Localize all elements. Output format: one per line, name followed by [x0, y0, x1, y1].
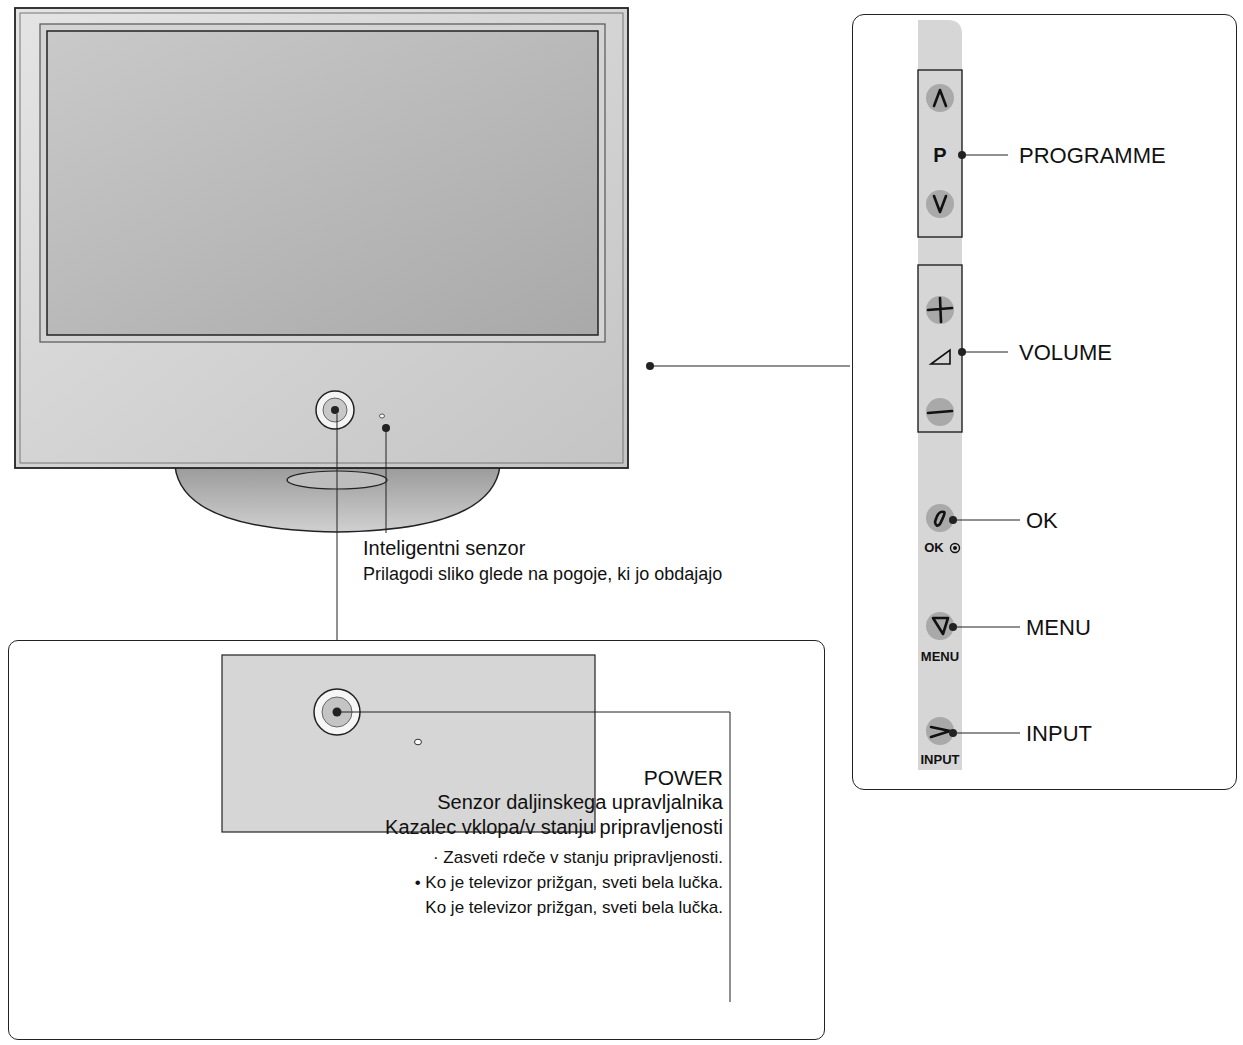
- leader-line: [337, 414, 338, 640]
- button: [926, 296, 954, 324]
- callout-label: Ko je televizor prižgan, sveti bela lučk…: [425, 898, 723, 918]
- leader-line: [962, 155, 1008, 156]
- power-button: [316, 391, 354, 429]
- leader-line: [962, 352, 1008, 353]
- minus-symbol: [928, 411, 952, 413]
- leader-line: [953, 627, 1020, 628]
- callout-label: Senzor daljinskega upravljalnika: [437, 791, 723, 814]
- menu-symbol: [933, 618, 948, 634]
- button-label: MENU: [921, 650, 959, 665]
- leader-line: [953, 733, 1020, 734]
- volume-group: [918, 265, 962, 432]
- volume-symbol: [931, 350, 950, 364]
- callout-label: Kazalec vklopa/v stanju pripravljenosti: [385, 816, 723, 839]
- tv-frame: [15, 8, 628, 468]
- leader-line: [386, 428, 387, 533]
- button: [926, 190, 954, 218]
- sensor-label: Inteligentni senzor: [363, 537, 525, 560]
- callout-label: INPUT: [1026, 721, 1092, 746]
- leader-line: [953, 520, 1020, 521]
- button-label: OK: [924, 541, 944, 556]
- callout-label: VOLUME: [1019, 340, 1112, 365]
- button-label: P: [933, 144, 946, 167]
- callout-label: • Ko je televizor prižgan, sveti bela lu…: [415, 873, 723, 893]
- ok-symbol: [935, 512, 945, 526]
- down-symbol: [934, 196, 946, 212]
- callout-label: POWER: [644, 766, 723, 790]
- callout-label: PROGRAMME: [1019, 143, 1166, 168]
- input-symbol: [931, 727, 950, 737]
- tv-screen: [47, 31, 598, 335]
- button: [926, 398, 954, 426]
- callout-label: · Zasveti rdeče v stanju pripravljenosti…: [433, 848, 723, 868]
- callout-label: MENU: [1026, 615, 1091, 640]
- plus-symbol: [928, 298, 952, 322]
- power-detail-box: POWERSenzor daljinskega upravljalnikaKaz…: [8, 640, 825, 1040]
- up-symbol: [934, 90, 946, 106]
- leader-dot: [331, 406, 339, 414]
- leader-line: [650, 366, 850, 367]
- tv-bevel: [20, 13, 623, 463]
- ok-circle-symbol: [951, 544, 960, 553]
- intelligent-sensor: [380, 414, 385, 418]
- ok-circle-symbol: [953, 546, 957, 550]
- leader-line: [337, 712, 730, 1002]
- side-panel-strip: [918, 20, 962, 770]
- button-label: INPUT: [921, 753, 960, 768]
- callout-label: OK: [1026, 508, 1058, 533]
- power-button-inner: [323, 398, 347, 422]
- sensor-label: Prilagodi sliko glede na pogoje, ki jo o…: [363, 564, 722, 585]
- programme-group: [918, 70, 962, 237]
- control-panel-box: PROGRAMME VOLUME OK MENU INPUT: [852, 14, 1237, 790]
- button: [926, 84, 954, 112]
- intelligent-sensor: [415, 739, 422, 745]
- screen-bezel: [40, 24, 605, 342]
